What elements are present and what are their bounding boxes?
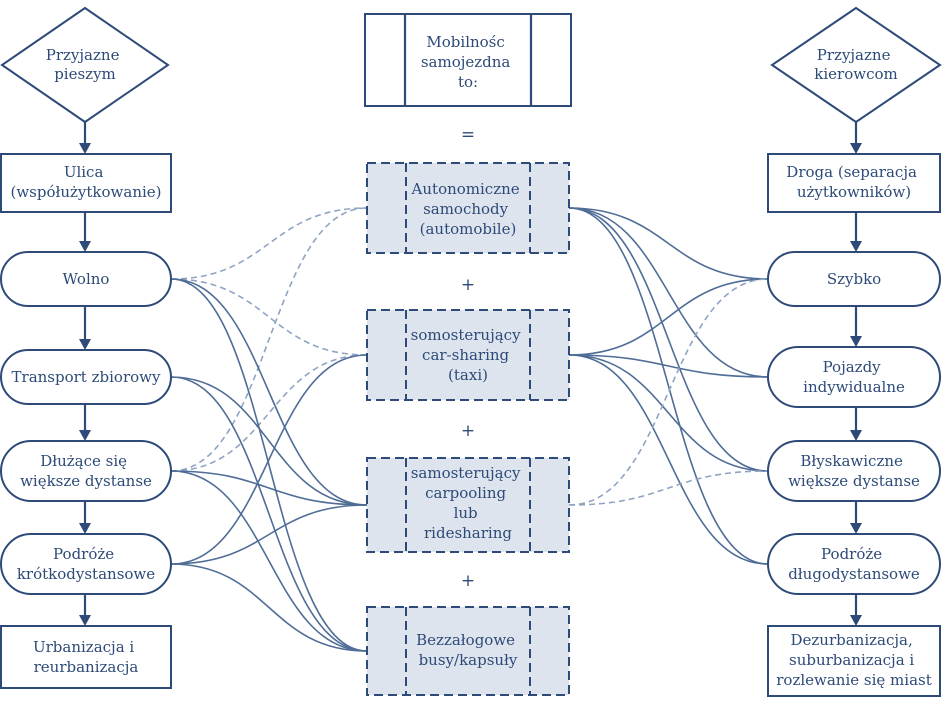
right-node-droga-label: Droga (separacja użytkowników): [786, 163, 921, 201]
arrow-head-4: [79, 523, 91, 534]
left-solid-link-0: [170, 278, 368, 506]
plus-sign-1: +: [461, 275, 475, 295]
left-node-urbanizacja-label: Urbanizacja i reurbanizacja: [33, 638, 139, 676]
left-solid-link-5: [170, 470, 368, 652]
right-node-blyskawiczne-label: Błyskawiczne większe dystanse: [788, 452, 920, 490]
left-dashed-link-3: [170, 354, 368, 472]
left-solid-link-7: [170, 504, 368, 565]
option-busy-label: Bezzałogowe busy/kapsuły: [416, 631, 520, 669]
center-header-label: Mobilnośc samojezdna to:: [421, 33, 515, 91]
left-diamond-label: Przyjazne pieszym: [46, 46, 124, 83]
right-solid-link-5: [568, 354, 769, 378]
right-node-droga: [767, 153, 941, 213]
right-dashed-link-1: [568, 470, 769, 506]
option-autonomiczne-label: Autonomiczne samochody (automobile): [411, 180, 525, 238]
right-column: Przyjazne kierowcom Droga (separacja uży…: [767, 6, 942, 697]
equals-sign: =: [461, 125, 475, 145]
left-dashed-link-2: [170, 207, 368, 472]
left-solid-link-4: [170, 470, 368, 506]
option-autonomiczne-box: [366, 162, 570, 254]
center-column: Mobilnośc samojezdna to: = Autonomiczne …: [364, 13, 572, 696]
left-solid-link-6: [170, 354, 368, 565]
right-node-szybko: [767, 251, 941, 307]
left-node-krotkie-label: Podróże krótkodystansowe: [17, 545, 155, 583]
left-dashed-link-1: [170, 278, 368, 356]
right-node-szybko-label: Szybko: [827, 270, 881, 288]
left-node-urbanizacja: [0, 625, 172, 689]
left-solid-link-3: [170, 376, 368, 652]
left-node-dlugie: [0, 440, 172, 502]
left-solid-link-8: [170, 563, 368, 652]
right-node-dlugodystansowe-label: Podróże długodystansowe: [788, 545, 920, 583]
arrow-head-9: [850, 430, 862, 441]
left-solid-link-2: [170, 376, 368, 506]
arrow-head-3: [79, 430, 91, 441]
left-node-wolno-label: Wolno: [63, 270, 110, 288]
right-node-pojazdy-label: Pojazdy indywidualne: [803, 358, 905, 396]
right-diamond-label: Przyjazne kierowcom: [814, 46, 897, 83]
right-dashed-link-0: [568, 278, 769, 506]
arrow-head-11: [850, 615, 862, 626]
plus-sign-3: +: [461, 571, 475, 591]
arrow-head-2: [79, 339, 91, 350]
left-node-dlugie-label: Dłużące się większe dystanse: [20, 452, 152, 490]
right-solid-link-0: [568, 207, 769, 280]
arrow-head-10: [850, 523, 862, 534]
left-node-ulica-label: Ulica (współużytkowanie): [10, 163, 161, 201]
left-column: Przyjazne pieszym Ulica (współużytkowani…: [0, 6, 172, 689]
flow-arrows: [79, 122, 862, 626]
left-node-krotkie: [0, 533, 172, 595]
left-dashed-link-0: [170, 207, 368, 280]
right-solid-link-6: [568, 354, 769, 472]
right-solid-link-2: [568, 207, 769, 472]
left-node-transport-label: Transport zbiorowy: [12, 368, 161, 386]
right-solid-link-3: [568, 207, 769, 565]
arrow-head-6: [850, 143, 862, 154]
right-solid-link-7: [568, 354, 769, 565]
option-busy-box: [366, 606, 570, 696]
option-carpooling-label: samosterujący carpooling lub ridesharing: [411, 464, 526, 542]
arrow-head-8: [850, 336, 862, 347]
right-node-dlugodystansowe: [767, 533, 941, 595]
right-node-dezurbanizacja: [767, 625, 941, 697]
left-solid-link-1: [170, 278, 368, 652]
right-solid-link-4: [568, 278, 769, 356]
center-header-box: [364, 13, 572, 107]
connection-lines: [170, 207, 769, 652]
arrow-head-0: [79, 143, 91, 154]
option-carsharing-label: somosterujący car-sharing (taxi): [411, 326, 526, 384]
right-node-blyskawiczne: [767, 440, 941, 502]
arrow-head-1: [79, 241, 91, 252]
option-carsharing-box: [366, 309, 570, 401]
option-carpooling-box: [366, 457, 570, 553]
arrow-head-7: [850, 241, 862, 252]
right-node-pojazdy: [767, 346, 941, 408]
right-solid-link-1: [568, 207, 769, 378]
arrow-head-5: [79, 615, 91, 626]
plus-sign-2: +: [461, 421, 475, 441]
right-node-dezurbanizacja-label: Dezurbanizacja, suburbanizacja i rozlewa…: [776, 631, 932, 689]
